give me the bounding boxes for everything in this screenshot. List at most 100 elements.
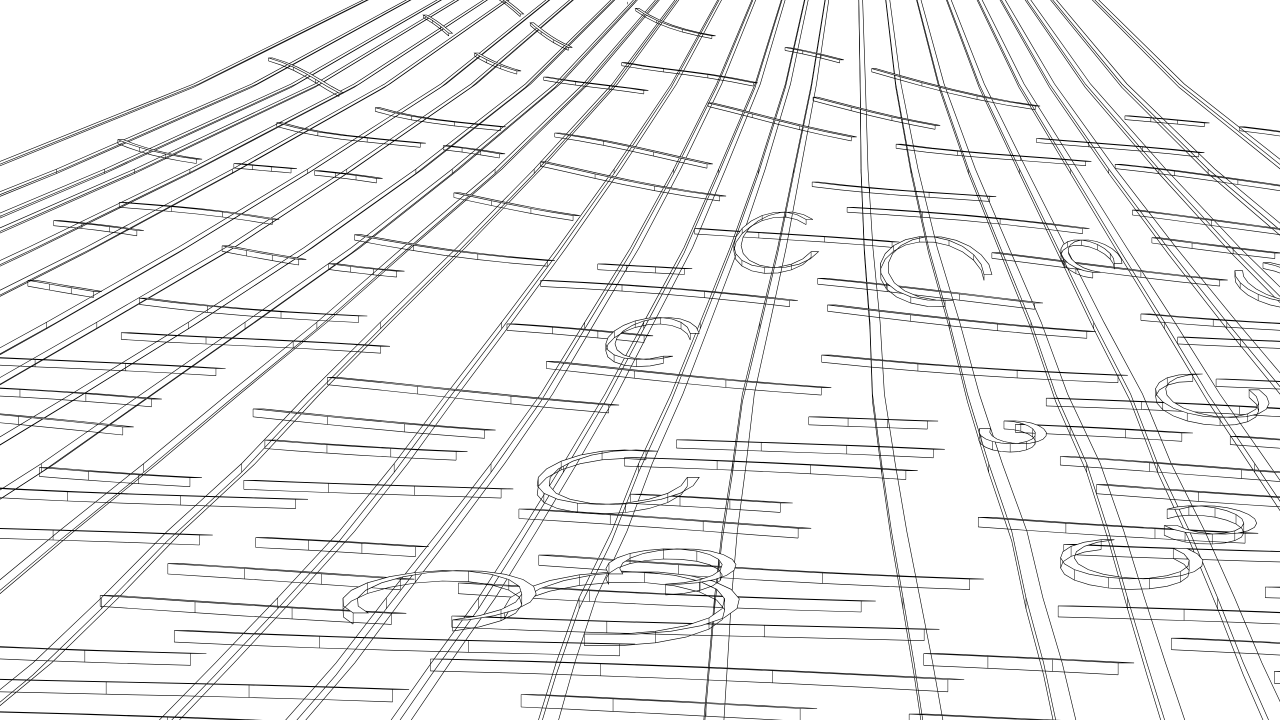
road-edge xyxy=(171,0,720,720)
road-edge xyxy=(554,136,708,169)
road-edge xyxy=(399,0,783,720)
road-segment xyxy=(808,416,939,422)
road-edge xyxy=(812,100,936,130)
road-edge xyxy=(276,126,421,148)
road-edge xyxy=(0,0,550,356)
road-segment xyxy=(443,145,506,155)
road-edge xyxy=(1239,130,1280,137)
road-segment xyxy=(222,245,307,260)
road-segment xyxy=(1140,313,1280,324)
road-edge xyxy=(117,143,197,164)
road-segment xyxy=(0,0,459,232)
road-segment xyxy=(812,181,997,197)
road-segment xyxy=(733,211,820,268)
road-edge xyxy=(817,283,1035,310)
road-segment xyxy=(0,0,660,595)
road-segment xyxy=(1052,0,1280,231)
road-edge xyxy=(430,670,948,693)
road-edge xyxy=(540,286,790,307)
road-edge xyxy=(1177,343,1280,349)
road-edge xyxy=(0,395,152,408)
road-segment xyxy=(0,0,638,500)
road-segment xyxy=(605,317,700,360)
road-segment xyxy=(0,0,442,217)
road-edge xyxy=(0,0,460,234)
road-segment xyxy=(916,0,1186,720)
road-edge xyxy=(0,364,216,376)
road-segment xyxy=(977,0,1280,502)
road-segment xyxy=(422,14,454,34)
road-segment xyxy=(605,548,737,585)
road-segment xyxy=(453,192,580,216)
road-edge xyxy=(119,207,273,225)
road-edge xyxy=(1058,616,1280,625)
road-segment xyxy=(784,47,844,61)
road-segment xyxy=(0,215,2,217)
road-edge xyxy=(827,310,1087,339)
road-edge xyxy=(375,111,501,131)
road-edge xyxy=(540,165,720,202)
road-edge xyxy=(896,148,1086,166)
road-segment xyxy=(430,658,965,680)
road-edge xyxy=(991,258,1220,287)
road-segment xyxy=(1036,138,1205,153)
road-edge xyxy=(916,0,1162,720)
road-edge xyxy=(635,10,712,39)
road-segment xyxy=(502,0,525,15)
road-edge xyxy=(1132,214,1280,235)
road-segment xyxy=(328,263,405,272)
road-segment xyxy=(1026,0,1280,297)
road-segment xyxy=(521,694,818,709)
road-segment xyxy=(117,139,203,160)
road-edge xyxy=(0,691,393,703)
road-edge xyxy=(0,422,123,436)
road-segment xyxy=(158,0,722,720)
road-edge xyxy=(1060,549,1190,590)
road-edge xyxy=(264,448,457,461)
road-edge xyxy=(1151,242,1275,259)
road-segment xyxy=(458,582,876,602)
road-edge xyxy=(451,626,925,641)
road-segment xyxy=(1132,209,1280,230)
road-edge xyxy=(784,50,840,64)
road-segment xyxy=(268,57,344,94)
road-edge xyxy=(1096,493,1280,508)
road-edge xyxy=(27,285,94,298)
road-edge xyxy=(100,606,392,625)
road-segment xyxy=(1046,397,1280,410)
road-edge xyxy=(139,304,359,323)
road-edge xyxy=(506,330,645,343)
road-segment xyxy=(1058,605,1280,614)
road-edge xyxy=(1024,0,1280,304)
road-segment xyxy=(121,332,391,347)
road-segment xyxy=(597,263,693,270)
road-edge xyxy=(0,0,369,167)
road-segment xyxy=(1151,237,1280,254)
road-edge xyxy=(605,323,691,367)
road-edge xyxy=(0,0,659,591)
road-edge xyxy=(621,65,754,87)
road-segment xyxy=(896,143,1092,162)
road-edge xyxy=(328,269,397,278)
road-edge xyxy=(0,0,678,703)
road-segment xyxy=(139,297,368,317)
road-segment xyxy=(827,304,1096,332)
road-segment xyxy=(978,420,1047,445)
road-edge xyxy=(255,547,416,557)
road-segment xyxy=(451,615,940,630)
road-segment xyxy=(536,449,700,505)
road-segment xyxy=(923,653,1135,664)
road-segment xyxy=(947,0,1280,720)
road-segment xyxy=(1115,164,1280,187)
road-segment xyxy=(812,96,941,126)
road-edge xyxy=(1091,0,1280,170)
road-segment xyxy=(821,354,1128,376)
road-segment xyxy=(871,68,1041,107)
road-edge xyxy=(0,0,573,386)
road-edge xyxy=(630,503,781,513)
road-segment xyxy=(0,0,368,165)
road-edge xyxy=(521,706,784,720)
road-segment xyxy=(342,570,537,621)
road-edge xyxy=(0,0,637,500)
